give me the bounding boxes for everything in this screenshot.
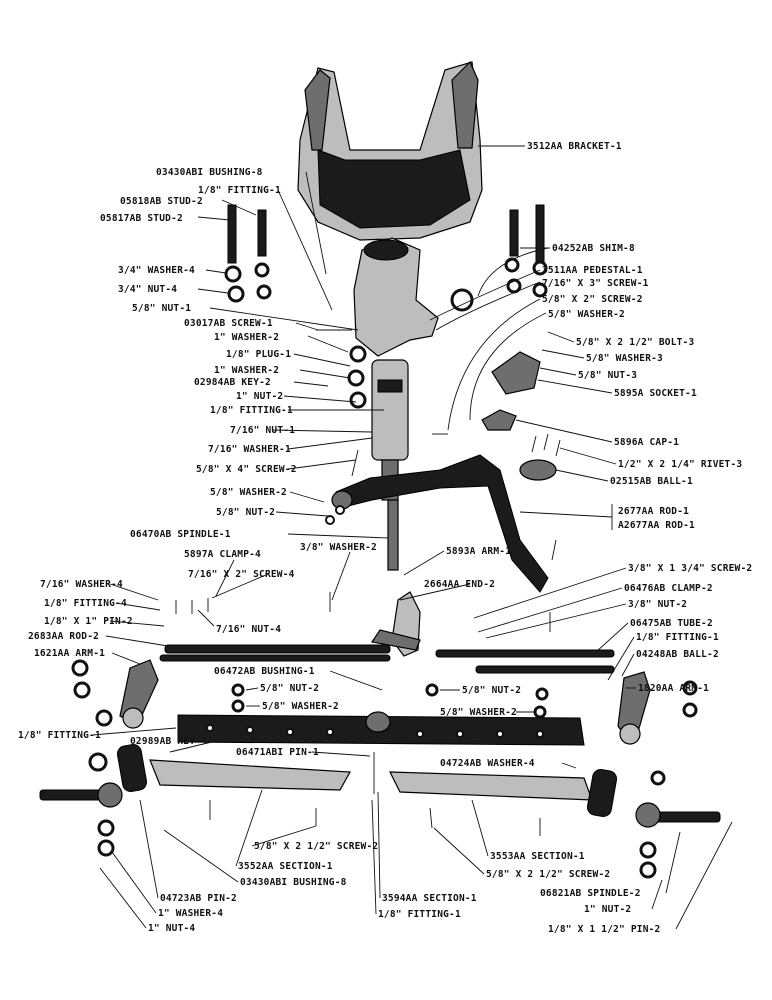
label-washer-1in-a: 1" WASHER-2 xyxy=(214,332,279,343)
label-nut-5-8-left: 5/8" NUT-2 xyxy=(260,683,319,694)
label-ball-04248: 04248AB BALL-2 xyxy=(636,649,719,660)
label-ball-02515: 02515AB BALL-1 xyxy=(610,476,693,487)
callout-labels: 3512AA BRACKET-1 03430ABI BUSHING-8 1/8"… xyxy=(18,141,752,935)
label-section-3594: 3594AA SECTION-1 xyxy=(382,893,477,904)
label-fitting-right: 1/8" FITTING-1 xyxy=(636,632,719,643)
label-nut-1in-2: 1" NUT-2 xyxy=(584,904,631,915)
label-bracket: 3512AA BRACKET-1 xyxy=(527,141,622,152)
label-pin-1-8x1-1-2: 1/8" X 1 1/2" PIN-2 xyxy=(548,924,660,935)
axle-section-left-drawing xyxy=(116,744,351,792)
label-bolt-5-8x2-1-2: 5/8" X 2 1/2" BOLT-3 xyxy=(576,337,694,348)
label-stud-05817: 05817AB STUD-2 xyxy=(100,213,183,224)
label-nut-5-8-socket: 5/8" NUT-3 xyxy=(578,370,637,381)
label-washer-5-8-right: 5/8" WASHER-2 xyxy=(440,707,517,718)
label-nut-5-8-top: 5/8" NUT-1 xyxy=(132,303,191,314)
label-screw-7-16x3: 7/16" X 3" SCREW-1 xyxy=(542,278,649,289)
label-nut-7-16-4: 7/16" NUT-4 xyxy=(216,624,281,635)
label-pin-1-8x1: 1/8" X 1" PIN-2 xyxy=(44,616,133,627)
spindle-left-drawing xyxy=(39,782,123,808)
label-fitting-left-low: 1/8" FITTING-1 xyxy=(18,730,101,741)
label-screw-3-8x1-3-4: 3/8" X 1 3/4" SCREW-2 xyxy=(628,563,752,574)
label-nut-1in-4: 1" NUT-4 xyxy=(148,923,195,934)
label-screw-7-16x2: 7/16" X 2" SCREW-4 xyxy=(188,569,295,580)
label-end-2664: 2664AA END-2 xyxy=(424,579,495,590)
label-screw-left-section: 5/8" X 2 1/2" SCREW-2 xyxy=(254,841,378,852)
socket-drawing xyxy=(491,351,541,395)
label-socket: 5895A SOCKET-1 xyxy=(614,388,697,399)
spindle-right-drawing xyxy=(635,802,721,828)
label-washer-5-8-left: 5/8" WASHER-2 xyxy=(262,701,339,712)
label-plug: 1/8" PLUG-1 xyxy=(226,349,291,360)
label-screw-5-8x2: 5/8" X 2" SCREW-2 xyxy=(542,294,643,305)
label-clamp-06476: 06476AB CLAMP-2 xyxy=(624,583,713,594)
label-screw-5-8x4: 5/8" X 4" SCREW-2 xyxy=(196,464,297,475)
label-fitting-4: 1/8" FITTING-4 xyxy=(44,598,127,609)
label-clamp-5897a: 5897A CLAMP-4 xyxy=(184,549,261,560)
label-pin-04723: 04723AB PIN-2 xyxy=(160,893,237,904)
label-rod-a2677: A2677AA ROD-1 xyxy=(618,520,695,531)
label-bushing-top: 03430ABI BUSHING-8 xyxy=(156,167,263,178)
label-stud-05818: 05818AB STUD-2 xyxy=(120,196,203,207)
label-bushing-06472: 06472AB BUSHING-1 xyxy=(214,666,315,677)
label-screw-right-section: 5/8" X 2 1/2" SCREW-2 xyxy=(486,869,610,880)
axle-section-right-drawing xyxy=(389,769,618,817)
spindle-column-drawing xyxy=(371,359,409,571)
label-pin-06471: 06471ABI PIN-1 xyxy=(236,747,319,758)
label-arm-1820: 1820AA ARM-1 xyxy=(638,683,709,694)
label-washer-5-8-pedestal: 5/8" WASHER-2 xyxy=(548,309,625,320)
pedestal-drawing xyxy=(353,237,439,357)
label-nut-3-8: 3/8" NUT-2 xyxy=(628,599,687,610)
label-fitting-mid: 1/8" FITTING-1 xyxy=(210,405,293,416)
bracket-drawing xyxy=(297,60,483,241)
label-shim: 04252AB SHIM-8 xyxy=(552,243,635,254)
label-washer-1in-b: 1" WASHER-2 xyxy=(214,365,279,376)
label-pedestal: 3511AA PEDESTAL-1 xyxy=(542,265,643,276)
label-washer-3-4: 3/4" WASHER-4 xyxy=(118,265,195,276)
label-key-02989: 02989AB KEY-4 xyxy=(130,736,207,747)
label-washer-5-8-rod: 5/8" WASHER-2 xyxy=(210,487,287,498)
label-washer-7-16-4: 7/16" WASHER-4 xyxy=(40,579,123,590)
leader-lines xyxy=(91,145,733,930)
ball-drawing xyxy=(519,459,557,481)
label-washer-3-8: 3/8" WASHER-2 xyxy=(300,542,377,553)
cap-drawing xyxy=(481,409,517,431)
label-screw-03017: 03017AB SCREW-1 xyxy=(184,318,273,329)
label-nut-5-8-rod: 5/8" NUT-2 xyxy=(216,507,275,518)
arm-5893a-drawing xyxy=(370,591,421,657)
label-fitting-bottom: 1/8" FITTING-1 xyxy=(378,909,461,920)
label-arm-5893a: 5893A ARM-1 xyxy=(446,546,511,557)
label-rod-2683: 2683AA ROD-2 xyxy=(28,631,99,642)
steering-rod-drawing xyxy=(331,454,549,593)
washers-drawing xyxy=(71,257,698,879)
label-tube: 06475AB TUBE-2 xyxy=(630,618,713,629)
label-section-3552: 3552AA SECTION-1 xyxy=(238,861,333,872)
label-nut-3-4: 3/4" NUT-4 xyxy=(118,284,177,295)
label-washer-04724: 04724AB WASHER-4 xyxy=(440,758,535,769)
axle-section-center-drawing xyxy=(177,711,585,746)
label-cap: 5896A CAP-1 xyxy=(614,437,679,448)
label-nut-1in: 1" NUT-2 xyxy=(236,391,283,402)
label-rod-2677: 2677AA ROD-1 xyxy=(618,506,689,517)
label-nut-7-16: 7/16" NUT-1 xyxy=(230,425,295,436)
arm-1621aa-drawing xyxy=(119,659,159,729)
arm-1820aa-drawing xyxy=(617,671,651,745)
label-fitting-top: 1/8" FITTING-1 xyxy=(198,185,281,196)
label-section-3553: 3553AA SECTION-1 xyxy=(490,851,585,862)
label-bushing-bottom: 03430ABI BUSHING-8 xyxy=(240,877,347,888)
label-washer-1in-4: 1" WASHER-4 xyxy=(158,908,223,919)
tie-rod-left-drawing xyxy=(159,644,391,662)
tie-rod-right-drawing xyxy=(435,649,615,674)
label-spindle-06821: 06821AB SPINDLE-2 xyxy=(540,888,641,899)
label-arm-1621: 1621AA ARM-1 xyxy=(34,648,105,659)
label-spindle-06470: 06470AB SPINDLE-1 xyxy=(130,529,231,540)
label-key-02984: 02984AB KEY-2 xyxy=(194,377,271,388)
label-nut-5-8-right: 5/8" NUT-2 xyxy=(462,685,521,696)
label-washer-5-8-socket: 5/8" WASHER-3 xyxy=(586,353,663,364)
label-washer-7-16: 7/16" WASHER-1 xyxy=(208,444,291,455)
label-rivet: 1/2" X 2 1/4" RIVET-3 xyxy=(618,459,742,470)
